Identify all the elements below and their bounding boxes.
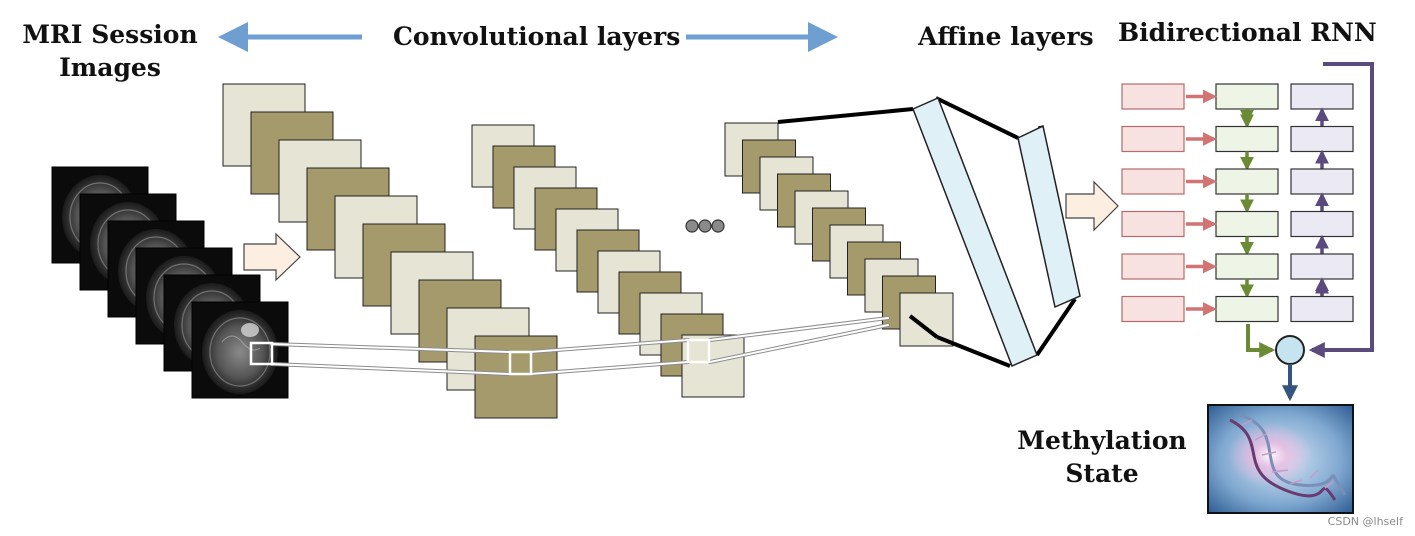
input-block-arrow	[243, 232, 301, 282]
rnn-input-cell	[1121, 253, 1185, 280]
feature-map-dark	[474, 335, 558, 419]
dna-helix-icon	[1207, 404, 1354, 514]
receptive-window-mri	[249, 341, 274, 366]
rnn-merge	[1246, 62, 1374, 402]
rnn-forward-cell	[1215, 83, 1279, 110]
feature-map-light	[899, 292, 954, 347]
rnn-backward-cell	[1290, 210, 1354, 238]
rnn-forward-cell	[1215, 253, 1279, 280]
mri-slice	[191, 301, 289, 399]
rnn-input-cell	[1121, 83, 1185, 110]
affine-layers	[777, 96, 1081, 368]
affine-layer-1	[912, 96, 1038, 368]
receptive-window-conv1	[508, 350, 533, 376]
feature-map-light	[681, 334, 745, 398]
rnn-input-cell	[1121, 125, 1185, 153]
bidirectional-rnn	[1121, 83, 1354, 323]
label-convolutional-layers: Convolutional layers	[393, 22, 681, 51]
rnn-input-cell	[1121, 295, 1185, 323]
receptive-window-conv2	[686, 338, 711, 364]
rnn-forward-cell	[1215, 168, 1279, 195]
rnn-input-cell	[1121, 210, 1185, 238]
mri-slice-stack	[51, 166, 289, 399]
rnn-forward-cell	[1215, 295, 1279, 323]
label-mri-session-images: MRI Session Images	[22, 20, 198, 82]
receptive-field-links	[249, 316, 890, 376]
rnn-forward-cell	[1215, 210, 1279, 238]
label-bidirectional-rnn: Bidirectional RNN	[1118, 18, 1377, 47]
ellipsis-dots-icon	[685, 219, 725, 233]
label-methylation-state: Methylation State	[1017, 426, 1187, 488]
label-affine-layers: Affine layers	[918, 22, 1094, 51]
merge-node	[1275, 335, 1305, 365]
rnn-backward-cell	[1290, 83, 1354, 110]
rnn-backward-cell	[1290, 295, 1354, 323]
rnn-backward-cell	[1290, 168, 1354, 195]
rnn-backward-cell	[1290, 253, 1354, 280]
rnn-backward-cell	[1290, 125, 1354, 153]
affine-to-rnn-block-arrow	[1065, 180, 1119, 232]
affine-layer-2	[1017, 124, 1081, 309]
watermark: CSDN @lhself	[1327, 515, 1403, 528]
rnn-input-cell	[1121, 168, 1185, 195]
rnn-forward-cell	[1215, 125, 1279, 153]
conv-block-3	[724, 122, 954, 347]
